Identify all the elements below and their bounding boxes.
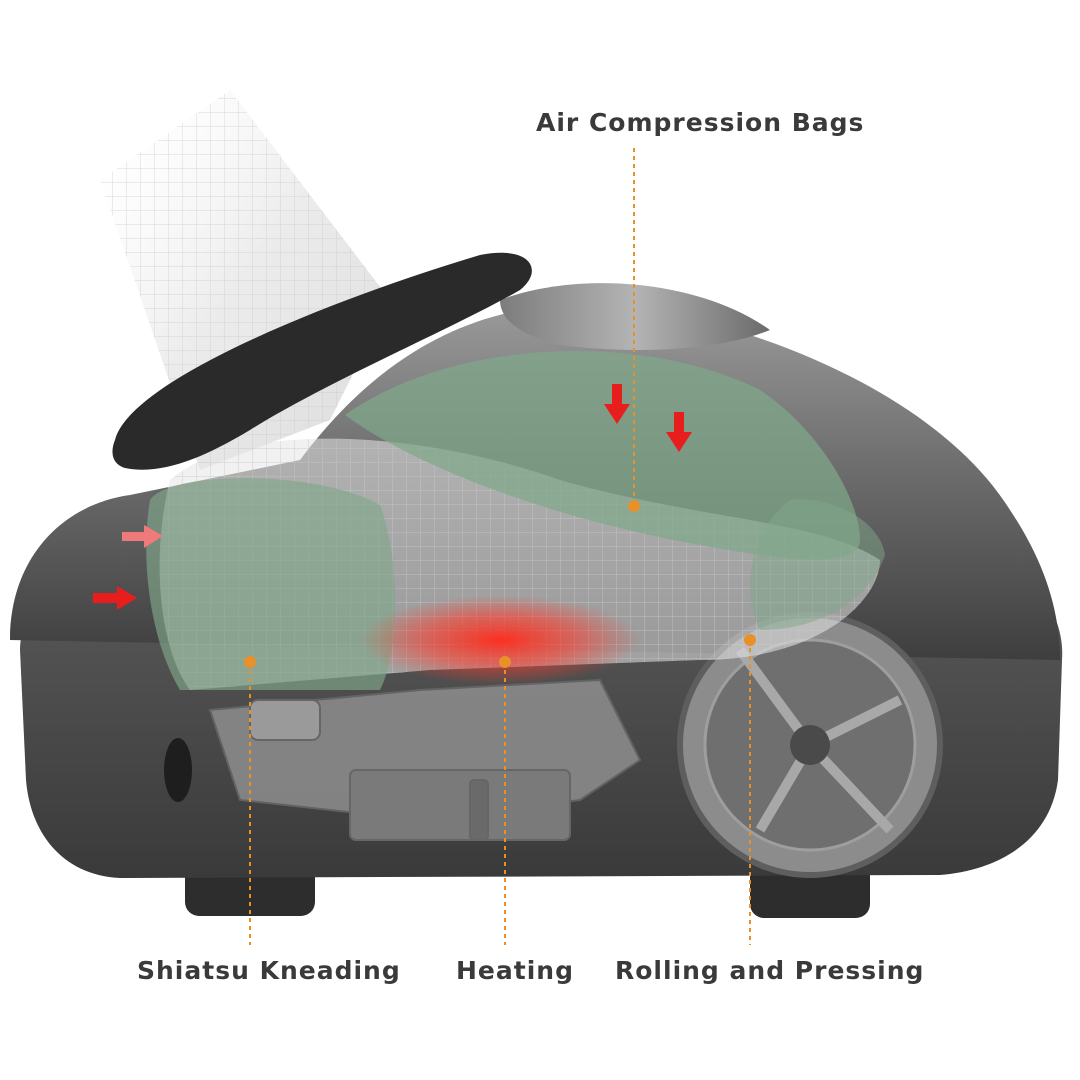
internal-mechanism <box>208 678 642 841</box>
right-arrow-icon <box>93 586 137 610</box>
down-arrow-icon <box>604 384 630 424</box>
leader-lines <box>249 148 751 945</box>
down-arrow-icon <box>666 412 692 452</box>
leader-dot-air <box>628 500 640 512</box>
leader-dot-shiatsu <box>244 656 256 668</box>
air-compression-overlays <box>146 351 885 690</box>
leader-dot-heating <box>499 656 511 668</box>
rolling-label: Rolling and Pressing <box>615 956 925 985</box>
leader-dot-rolling <box>744 634 756 646</box>
leader-dots <box>244 500 756 668</box>
shiatsu-label: Shiatsu Kneading <box>137 956 401 985</box>
heel-pad <box>112 252 532 470</box>
heating-label: Heating <box>456 956 574 985</box>
heat-glow <box>360 595 640 685</box>
air-compression-label: Air Compression Bags <box>536 108 865 137</box>
right-arrow-icon <box>122 525 163 548</box>
side-hole <box>164 738 192 802</box>
roller-wheel <box>677 612 943 878</box>
